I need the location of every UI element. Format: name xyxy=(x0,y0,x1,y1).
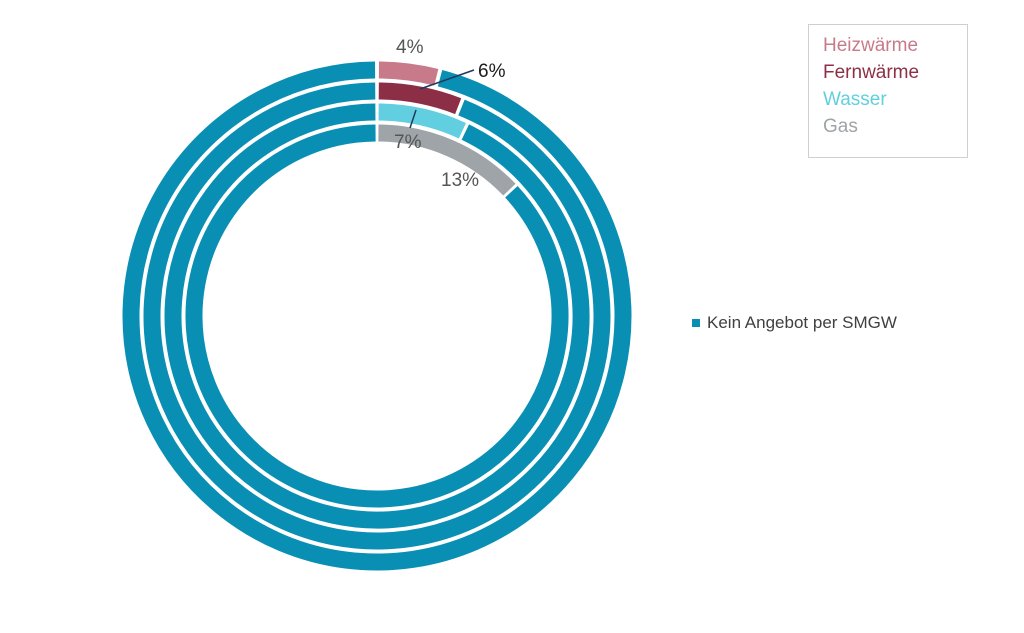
remainder-legend: Kein Angebot per SMGW xyxy=(692,313,897,333)
legend-item-gas: Gas xyxy=(823,116,858,137)
ring-segment-heizwaerme xyxy=(378,61,439,86)
legend-item-heizwaerme: Heizwärme xyxy=(823,35,919,56)
remainder-legend-swatch xyxy=(692,319,700,327)
ring-remainder-fernwaerme xyxy=(143,82,611,550)
ring-remainder-gas xyxy=(185,124,569,508)
data-label-heizwaerme: 4% xyxy=(396,37,424,58)
leader-line-wasser xyxy=(409,109,417,129)
data-label-gas: 13% xyxy=(441,170,479,191)
data-labels: 4% 6% 7% 13% xyxy=(394,37,506,191)
remainder-legend-label: Kein Angebot per SMGW xyxy=(707,313,897,332)
rings-group xyxy=(122,61,632,571)
ring-remainder-wasser xyxy=(164,103,590,529)
ring-segment-gas xyxy=(378,124,516,196)
ring-legend: Heizwärme Fernwärme Wasser Gas xyxy=(808,24,968,158)
ring-segment-fernwaerme xyxy=(378,82,462,115)
ring-segment-wasser xyxy=(378,103,466,139)
leader-line-fernwaerme xyxy=(419,69,475,90)
legend-item-wasser: Wasser xyxy=(823,89,887,110)
legend-item-fernwaerme: Fernwärme xyxy=(823,62,920,83)
data-label-fernwaerme: 6% xyxy=(478,61,506,82)
data-label-wasser: 7% xyxy=(394,132,422,153)
ring-remainder-heizwaerme xyxy=(122,61,632,571)
leader-lines xyxy=(409,69,475,129)
